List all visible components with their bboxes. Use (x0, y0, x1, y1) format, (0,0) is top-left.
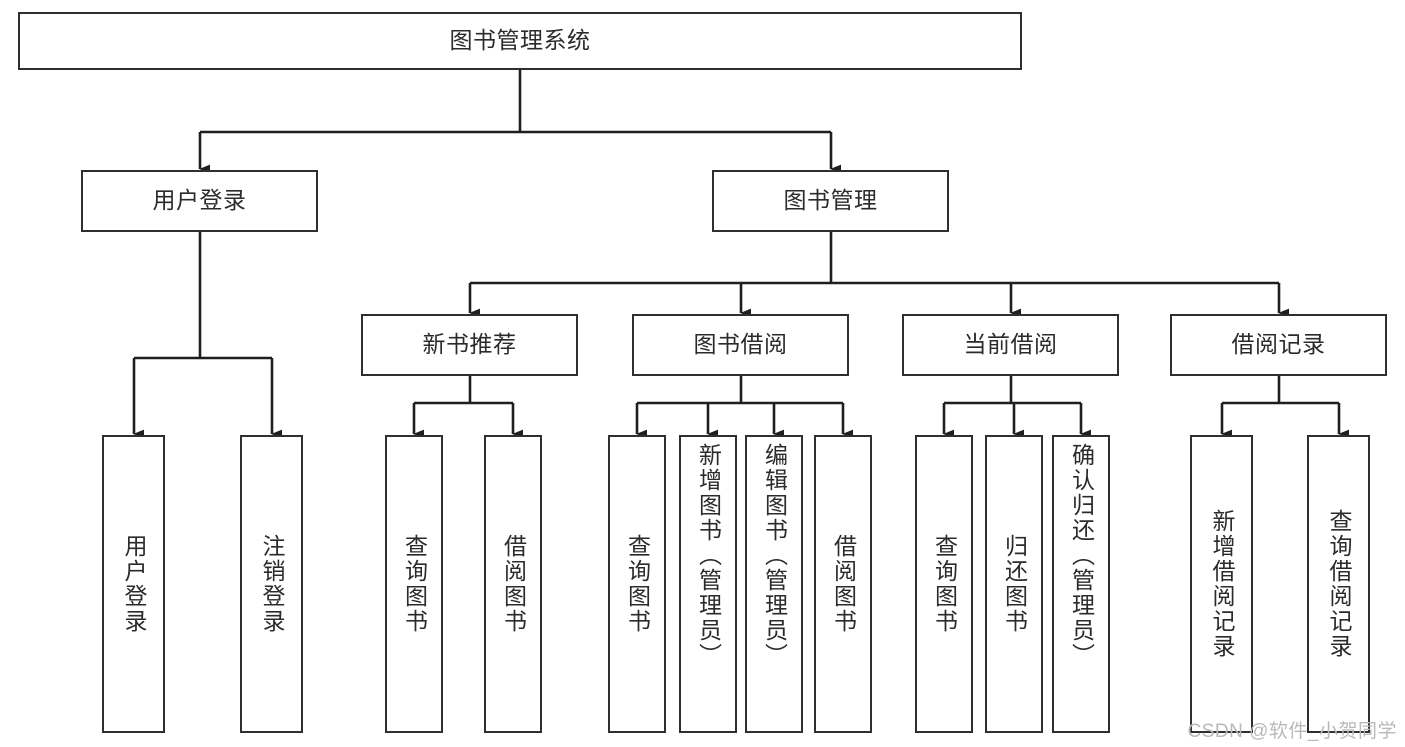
node-leaf-user-login[interactable]: 用户登录 (102, 435, 165, 733)
node-label: 查询图书 (401, 534, 428, 634)
node-leaf-add-borrow-record[interactable]: 新增借阅记录 (1190, 435, 1253, 733)
node-leaf-edit-book-admin[interactable]: 编辑图书（管理员） (745, 435, 803, 733)
node-user-login[interactable]: 用户登录 (81, 170, 318, 232)
node-leaf-return-book[interactable]: 归还图书 (985, 435, 1043, 733)
node-leaf-query-book-1[interactable]: 查询图书 (385, 435, 443, 733)
node-book-borrow[interactable]: 图书借阅 (632, 314, 849, 376)
node-label: 用户登录 (121, 534, 147, 634)
node-label: 归还图书 (1001, 534, 1028, 634)
node-leaf-logout[interactable]: 注销登录 (240, 435, 303, 733)
node-new-book-recommend[interactable]: 新书推荐 (361, 314, 578, 376)
node-label: 借阅记录 (1231, 331, 1326, 358)
node-label: 图书管理系统 (449, 27, 591, 54)
node-label: 新增借阅记录 (1209, 509, 1235, 659)
node-leaf-query-borrow-record[interactable]: 查询借阅记录 (1307, 435, 1370, 733)
node-label: 当前借阅 (963, 331, 1058, 358)
node-leaf-query-book-2[interactable]: 查询图书 (608, 435, 666, 733)
node-label: 借阅图书 (500, 534, 527, 634)
node-label: 查询图书 (624, 534, 651, 634)
node-label: 新书推荐 (422, 331, 517, 358)
node-label: 新增图书（管理员） (695, 443, 722, 668)
node-label: 图书借阅 (693, 331, 788, 358)
watermark-label: CSDN @软件_小贺同学 (1187, 721, 1397, 742)
node-label: 查询图书 (931, 534, 958, 634)
node-current-borrow[interactable]: 当前借阅 (902, 314, 1119, 376)
node-leaf-query-book-3[interactable]: 查询图书 (915, 435, 973, 733)
node-leaf-borrow-book-2[interactable]: 借阅图书 (814, 435, 872, 733)
node-root[interactable]: 图书管理系统 (18, 12, 1022, 70)
node-leaf-borrow-book-1[interactable]: 借阅图书 (484, 435, 542, 733)
node-label: 图书管理 (783, 187, 878, 214)
node-book-management[interactable]: 图书管理 (712, 170, 949, 232)
node-label: 查询借阅记录 (1326, 509, 1352, 659)
node-borrow-record[interactable]: 借阅记录 (1170, 314, 1387, 376)
node-leaf-confirm-return[interactable]: 确认归还（管理员） (1052, 435, 1110, 733)
node-label: 编辑图书（管理员） (761, 443, 788, 668)
node-label: 借阅图书 (830, 534, 857, 634)
node-label: 用户登录 (152, 187, 247, 214)
node-leaf-add-book-admin[interactable]: 新增图书（管理员） (679, 435, 737, 733)
node-label: 确认归还（管理员） (1068, 443, 1095, 668)
node-label: 注销登录 (259, 534, 285, 634)
